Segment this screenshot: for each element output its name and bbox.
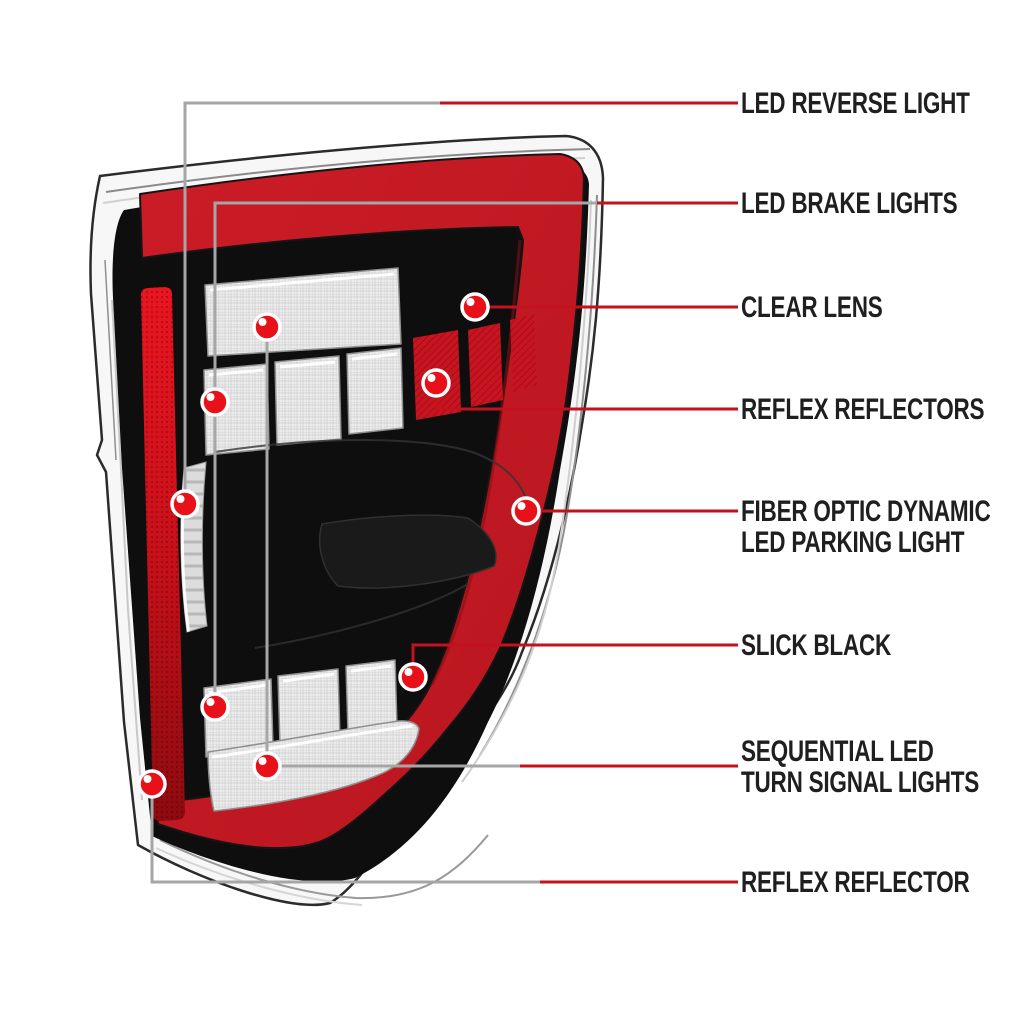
callout-label-led-reverse-light: LED REVERSE LIGHT	[741, 88, 970, 119]
callout-dot-sequential-upper	[252, 312, 282, 342]
callout-label-slick-black: SLICK BLACK	[741, 630, 891, 661]
callout-label-text: LED REVERSE LIGHT	[741, 87, 970, 120]
upper-lens-blocks	[203, 267, 404, 456]
callout-dot-clear-lens	[460, 292, 490, 322]
callout-dot-led-reverse-light	[170, 489, 200, 519]
callout-dots	[137, 292, 541, 799]
callout-label-text: LED BRAKE LIGHTS	[741, 187, 958, 220]
callout-label-fiber-optic-parking: FIBER OPTIC DYNAMIC LED PARKING LIGHT	[741, 495, 991, 559]
callout-label-clear-lens: CLEAR LENS	[741, 292, 883, 323]
callout-dot-fiber-optic	[511, 496, 541, 526]
callout-label-reflex-reflectors: REFLEX REFLECTORS	[741, 393, 985, 426]
callout-label-sequential-turn: SEQUENTIAL LED TURN SIGNAL LIGHTS	[741, 736, 979, 798]
callout-dot-slick-black	[398, 662, 428, 692]
callout-label-text: LED PARKING LIGHT	[741, 526, 965, 559]
callout-label-text: SLICK BLACK	[741, 629, 892, 662]
callout-dot-reflex-reflectors	[421, 368, 451, 398]
callout-label-text: REFLEX REFLECTORS	[741, 393, 985, 426]
callout-dot-led-brake-upper	[200, 387, 230, 417]
callout-label-text: FIBER OPTIC DYNAMIC	[741, 495, 991, 528]
callout-dot-reflex-reflector	[137, 769, 167, 799]
callout-label-reflex-reflector: REFLEX REFLECTOR	[741, 867, 970, 898]
callout-label-text: CLEAR LENS	[741, 291, 883, 324]
callout-dot-sequential-lower	[252, 751, 282, 781]
center-gloss-panel	[214, 439, 527, 649]
callout-label-led-brake-lights: LED BRAKE LIGHTS	[741, 187, 958, 220]
reverse-light-strip	[180, 461, 208, 633]
callout-label-text: SEQUENTIAL LED	[741, 735, 934, 768]
callout-label-text: REFLEX REFLECTOR	[741, 866, 970, 899]
callout-dot-led-brake-lower	[200, 692, 230, 722]
lower-lens-glints	[208, 664, 413, 759]
upper-lens-glints	[208, 272, 398, 377]
callout-label-text: TURN SIGNAL LIGHTS	[741, 766, 980, 799]
